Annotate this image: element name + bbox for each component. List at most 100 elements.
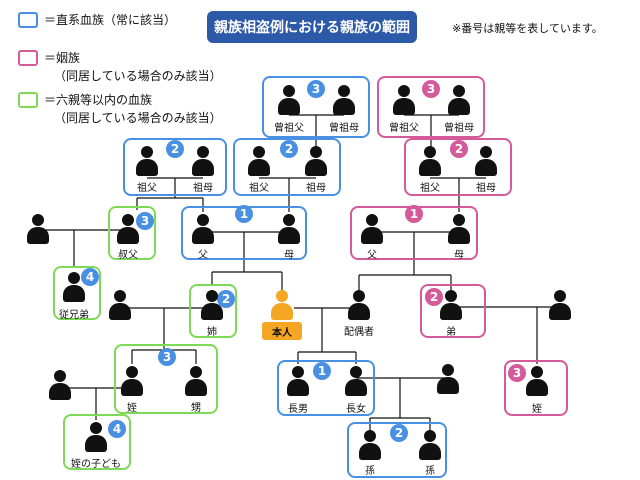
label-eldest-daughter: 長女 [346,404,366,415]
person-icon [448,85,470,115]
degree-badge: 2 [166,140,184,158]
person-icon [345,366,367,396]
label-father: 父 [198,250,208,261]
label-great-grandfather: 曾祖父 [274,123,304,134]
group-grandparents-pink [404,138,512,196]
label-uncle: 叔父 [118,250,138,261]
label-nephew-2: 甥 [191,403,201,414]
label-niece-in-law: 姪 [532,404,542,415]
label-great-grandmother: 曾祖母 [329,123,359,134]
degree-badge: 2 [217,290,235,308]
group-grandchildren [347,422,447,478]
person-icon [27,214,49,244]
person-icon [333,85,355,115]
label-grandfather-3: 祖父 [420,183,440,194]
degree-badge: 3 [158,348,176,366]
person-icon [117,214,139,244]
group-children [277,360,375,416]
label-grandmother-3: 祖母 [476,183,496,194]
label-eldest-son: 長男 [288,404,308,415]
person-icon [185,366,207,396]
degree-badge: 2 [425,288,443,306]
group-sister [189,284,237,338]
person-icon [278,214,300,244]
person-icon [305,146,327,176]
group-uncle [108,206,156,260]
person-icon [475,146,497,176]
degree-badge: 3 [422,80,440,98]
legend-green-subtext: （同居している場合のみ該当） [54,111,222,125]
label-grandfather-1: 祖父 [137,183,157,194]
label-grandchild-2: 孫 [425,466,435,477]
label-mother: 母 [284,250,294,261]
person-icon [49,370,71,400]
label-great-grandmother-2: 曾祖母 [444,123,474,134]
group-nephews [114,344,218,414]
person-icon [526,366,548,396]
degree-badge: 1 [405,205,423,223]
label-grandmother-1: 祖母 [193,183,213,194]
degree-badge: 4 [81,268,99,286]
person-icon [192,146,214,176]
legend-blue-text: ＝直系血族（常に該当） [44,13,177,27]
diagram-title: 親族相盗例における親族の範囲 [207,11,417,43]
degree-badge: 4 [108,420,126,438]
label-self: 本人 [262,322,302,340]
person-icon [437,364,459,394]
person-icon [361,214,383,244]
self-person-icon [271,290,293,320]
group-brother-in-law [420,284,486,338]
label-mother-in-law: 母 [454,250,464,261]
person-icon [393,85,415,115]
degree-badge: 2 [390,424,408,442]
group-cousin [53,266,101,320]
person-icon [201,290,223,320]
person-icon [121,366,143,396]
person-icon [63,272,85,302]
legend-pink-text: ＝姻族 [44,51,81,65]
person-icon [359,430,381,460]
person-icon [419,146,441,176]
group-great-grandparents-blue [262,76,370,138]
label-grandmother-2: 祖母 [306,183,326,194]
degree-badge: 3 [307,80,325,98]
label-father-in-law: 父 [367,250,377,261]
label-cousin: 従兄弟 [59,310,89,321]
person-icon [278,85,300,115]
label-nephew: 姪 [127,403,137,414]
degree-note: ※番号は親等を表しています。 [452,22,603,35]
person-icon [448,214,470,244]
group-great-grandparents-pink [377,76,485,138]
person-icon [440,290,462,320]
legend-pink-subtext: （同居している場合のみ該当） [54,69,222,83]
degree-badge: 2 [450,140,468,158]
person-icon [287,366,309,396]
label-great-grandfather-2: 曾祖父 [389,123,419,134]
person-icon [348,290,370,320]
person-icon [419,430,441,460]
legend-green-text: ＝六親等以内の血族 [44,93,153,107]
group-niece-in-law [504,360,568,416]
degree-badge: 3 [508,364,526,382]
label-grandchild-1: 孫 [365,466,375,477]
person-icon [109,290,131,320]
person-icon [136,146,158,176]
legend-green-swatch [18,92,38,108]
label-brother-in-law: 弟 [446,327,456,338]
degree-badge: 1 [313,362,331,380]
group-grand-nephew [63,414,131,470]
legend-pink-swatch [18,50,38,66]
degree-badge: 2 [280,140,298,158]
group-grandparents-left [123,138,227,196]
person-icon [549,290,571,320]
person-icon [192,214,214,244]
label-grand-nephew: 姪の子ども [71,459,121,470]
label-sister: 姉 [207,327,217,338]
person-icon [85,422,107,452]
degree-badge: 1 [235,205,253,223]
person-icon [248,146,270,176]
group-grandparents-middle [233,138,341,196]
label-spouse: 配偶者 [344,327,374,338]
label-grandfather-2: 祖父 [249,183,269,194]
